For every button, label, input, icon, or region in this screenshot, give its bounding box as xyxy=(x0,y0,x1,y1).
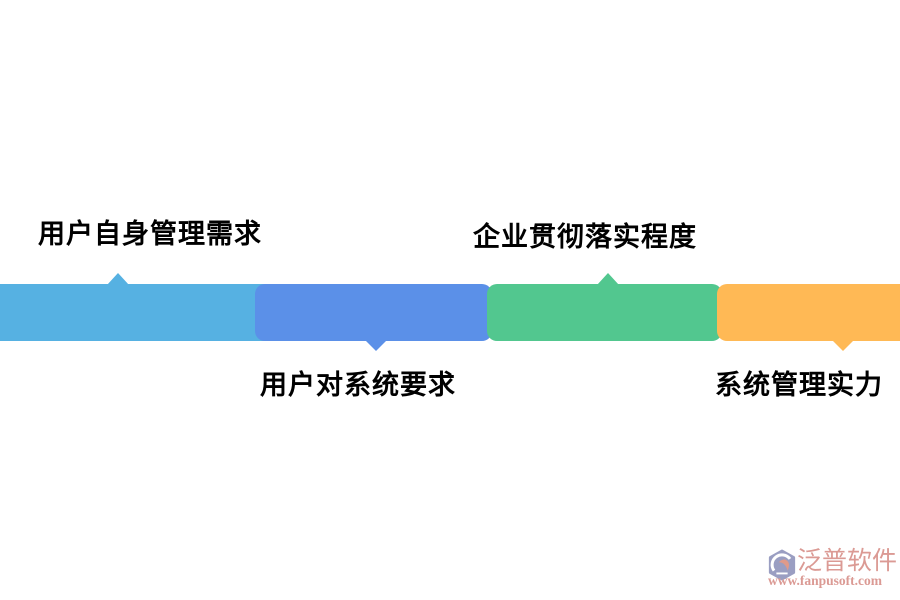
watermark-url-text: www.fanpusoft.com xyxy=(768,573,883,588)
watermark-brand-text: 泛普软件 xyxy=(797,547,898,575)
label-user-system-requirements: 用户对系统要求 xyxy=(260,370,456,400)
callout-arrow-down-seg2 xyxy=(365,340,387,351)
label-system-management-strength: 系统管理实力 xyxy=(715,370,883,400)
bar-segment-user-own-management-needs xyxy=(0,284,268,341)
label-enterprise-implementation-degree: 企业贯彻落实程度 xyxy=(473,222,697,252)
label-user-own-management-needs: 用户自身管理需求 xyxy=(38,219,262,249)
bar-segment-user-system-requirements xyxy=(255,284,492,341)
callout-arrow-down-seg4 xyxy=(832,340,854,351)
watermark: 泛普软件 www.fanpusoft.com xyxy=(767,547,898,593)
bar-segment-enterprise-implementation-degree xyxy=(487,284,722,341)
bar-segment-system-management-strength xyxy=(717,284,900,341)
fanpu-logo-icon xyxy=(768,549,796,581)
